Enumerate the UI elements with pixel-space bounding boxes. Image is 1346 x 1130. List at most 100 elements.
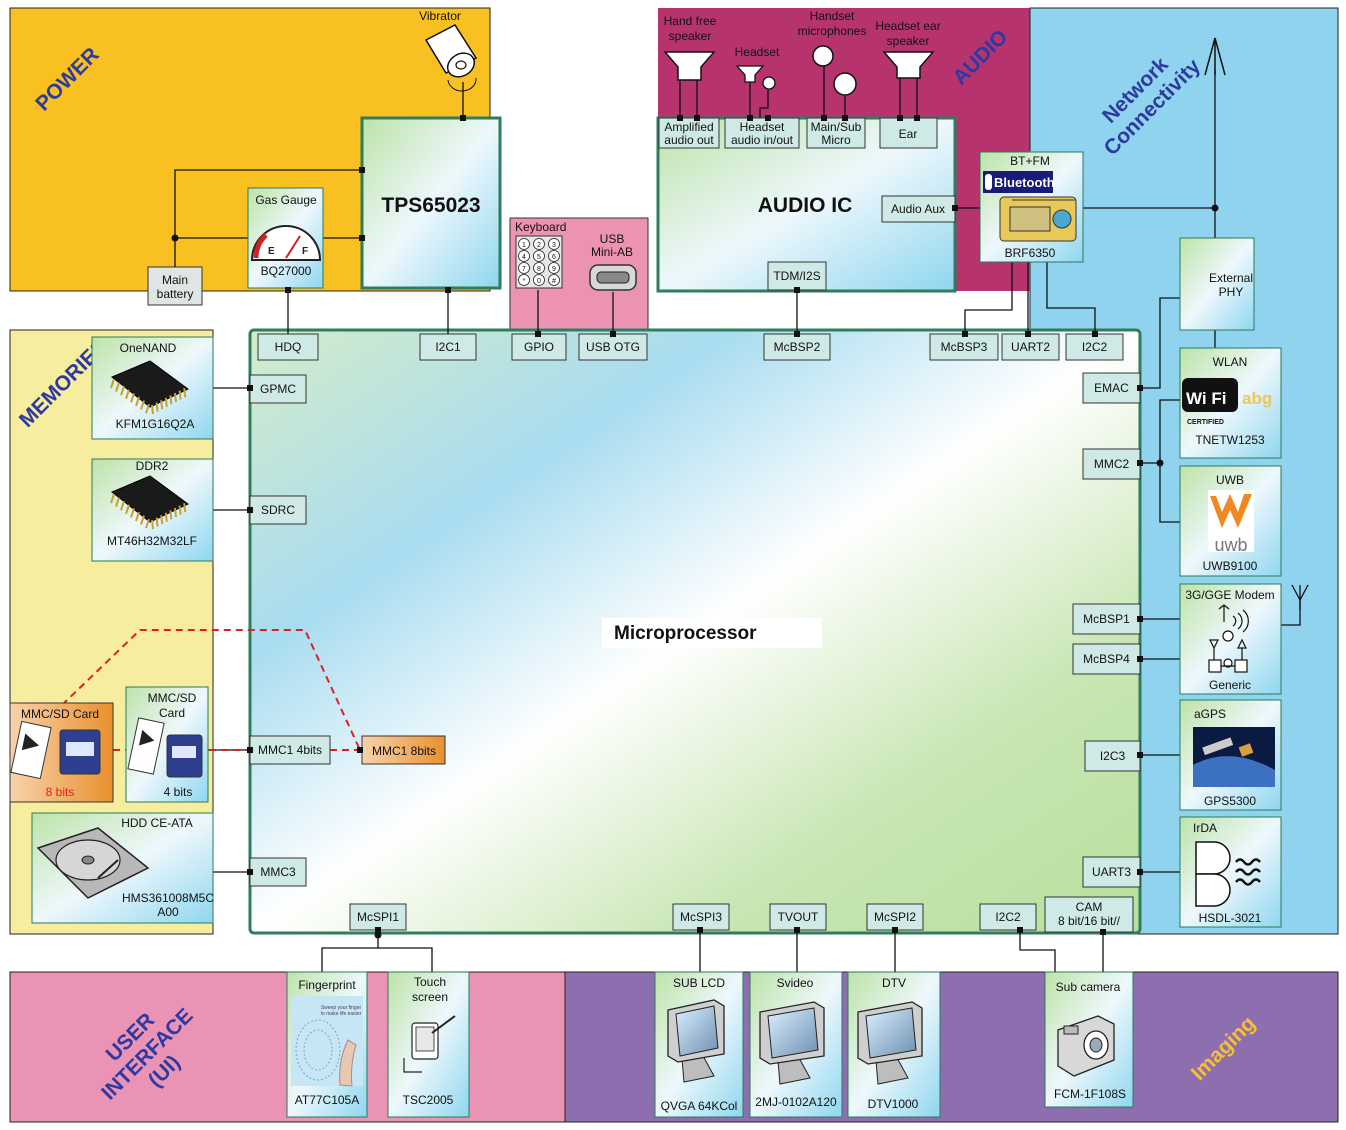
keyboard-label: Keyboard	[515, 220, 566, 234]
wlan-part: TNETW1253	[1195, 433, 1265, 447]
svideo-part: 2MJ-0102A120	[755, 1095, 837, 1109]
subcamera-label: Sub camera	[1056, 980, 1121, 994]
port-i2c2-top: I2C2	[1065, 333, 1124, 361]
keypad-key	[518, 274, 530, 286]
port-mcbsp1: McBSP1	[1072, 603, 1141, 635]
vibrator-icon	[424, 24, 478, 92]
hdd-label: HDD CE-ATA	[121, 816, 193, 830]
flash-chip-icon	[110, 360, 189, 415]
port-mcbsp1-label: McBSP1	[1083, 612, 1130, 626]
connection-pin	[1100, 929, 1106, 935]
keypad-key	[533, 250, 545, 262]
fuel-gauge-icon: E F	[250, 225, 322, 261]
port-mcspi3-label: McSPI3	[680, 910, 722, 924]
hand-free-speaker-icon	[663, 51, 716, 81]
modem-antenna-icon	[1291, 584, 1309, 610]
mmc1-8bits-port: MMC1 8bits	[361, 735, 446, 765]
port-mcspi1-label: McSPI1	[357, 910, 399, 924]
wlan-label: WLAN	[1213, 355, 1248, 369]
connection-pin	[842, 115, 848, 121]
modem-label: 3G/GGE Modem	[1185, 588, 1274, 602]
sublcd-module: SUB LCD QVGA 64KCol	[654, 971, 744, 1118]
ddr-chip-icon	[110, 475, 189, 530]
gas-gauge-part: BQ27000	[261, 264, 312, 278]
port-i2c1-label: I2C1	[435, 340, 461, 354]
tps65023-chip	[360, 116, 502, 290]
vibrator-label: Vibrator	[419, 9, 461, 23]
irda-label: IrDA	[1193, 821, 1217, 835]
headset-label: Headset	[735, 45, 780, 59]
dtv-label: DTV	[882, 976, 906, 990]
connection-pin	[765, 115, 771, 121]
btfm-module: BT+FM Bluetooth BRF6350	[979, 151, 1084, 263]
stylus-screen-icon	[403, 1015, 456, 1073]
port-emac: EMAC	[1082, 372, 1141, 404]
satellite-icon	[1193, 727, 1275, 787]
mmcsd-8bit-module: MMC/SD Card 8 bits	[9, 702, 114, 803]
port-mcbsp3: McBSP3	[929, 333, 999, 361]
port-hdq: HDQ	[257, 333, 319, 361]
onenand-label: OneNAND	[120, 341, 177, 355]
ear-port: Ear	[899, 127, 918, 141]
svg-text:E: E	[268, 246, 275, 257]
mmc1-8bits-label: MMC1 8bits	[372, 744, 436, 758]
headset-mic-icon	[762, 76, 776, 90]
port-gpio-label: GPIO	[524, 340, 554, 354]
svg-text:F: F	[302, 246, 308, 257]
port-mcbsp2: McBSP2	[763, 333, 831, 361]
junction-dots	[171, 204, 1219, 939]
port-sdrc: SDRC	[249, 495, 307, 525]
btfm-label: BT+FM	[1010, 154, 1050, 168]
modem-icon	[1208, 604, 1249, 673]
uwb-module: UWB uwb UWB9100	[1179, 465, 1282, 577]
svg-text:CERTIFIED: CERTIFIED	[1187, 419, 1224, 426]
port-i2c2-bottom-label: I2C2	[995, 910, 1021, 924]
port-i2c2-bottom: I2C2	[979, 903, 1037, 931]
connection-pin	[821, 115, 827, 121]
mmcsd-4bit-bits: 4 bits	[164, 785, 193, 799]
sublcd-label: SUB LCD	[673, 976, 725, 990]
port-mcbsp4-label: McBSP4	[1083, 652, 1130, 666]
connection-pin	[247, 385, 253, 391]
port-uart3-label: UART3	[1092, 865, 1131, 879]
connection-pin	[460, 115, 466, 121]
hard-disk-icon	[36, 827, 150, 899]
connection-pin	[697, 927, 703, 933]
connection-pin	[677, 115, 683, 121]
sublcd-part: QVGA 64KCol	[661, 1099, 738, 1113]
port-mcspi2-label: McSPI2	[874, 910, 916, 924]
connection-pin	[897, 115, 903, 121]
port-mmc2: MMC2	[1082, 448, 1141, 480]
connection-pin	[375, 927, 381, 933]
irda-part: HSDL-3021	[1199, 911, 1262, 925]
microprocessor-label-bg	[602, 618, 822, 648]
modem-part: Generic	[1209, 678, 1251, 692]
keypad-key-label: *	[523, 278, 526, 285]
connection-pin	[535, 331, 541, 337]
connection-pin	[962, 331, 968, 337]
keypad-key	[548, 262, 560, 274]
ear-speaker-icon	[882, 51, 935, 79]
connection-pin	[747, 115, 753, 121]
keypad-key	[518, 250, 530, 262]
camera-icon	[1057, 1015, 1115, 1077]
main-mic-icon	[812, 45, 834, 67]
audio-aux-port: Audio Aux	[891, 202, 945, 216]
